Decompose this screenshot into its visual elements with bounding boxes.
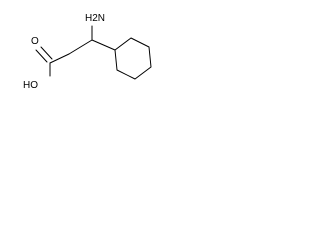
bond-c2-c1 (49, 53, 70, 64)
amine-label: H2N (85, 13, 105, 24)
hydroxyl-label: HO (23, 80, 38, 91)
cyclohexane-ring (114, 37, 152, 80)
bond-c1-carbonyl-a (35, 49, 48, 63)
bond-c3-ring (91, 39, 116, 51)
bond-c3-c2 (68, 39, 93, 55)
molecule-structure-diagram: H2N HO O (23, 13, 152, 91)
bond-c1-carbonyl-b (40, 46, 53, 60)
bond-group (35, 25, 152, 80)
structure-canvas: H2N HO O (0, 0, 171, 105)
carbonyl-oxygen-label: O (31, 36, 39, 47)
